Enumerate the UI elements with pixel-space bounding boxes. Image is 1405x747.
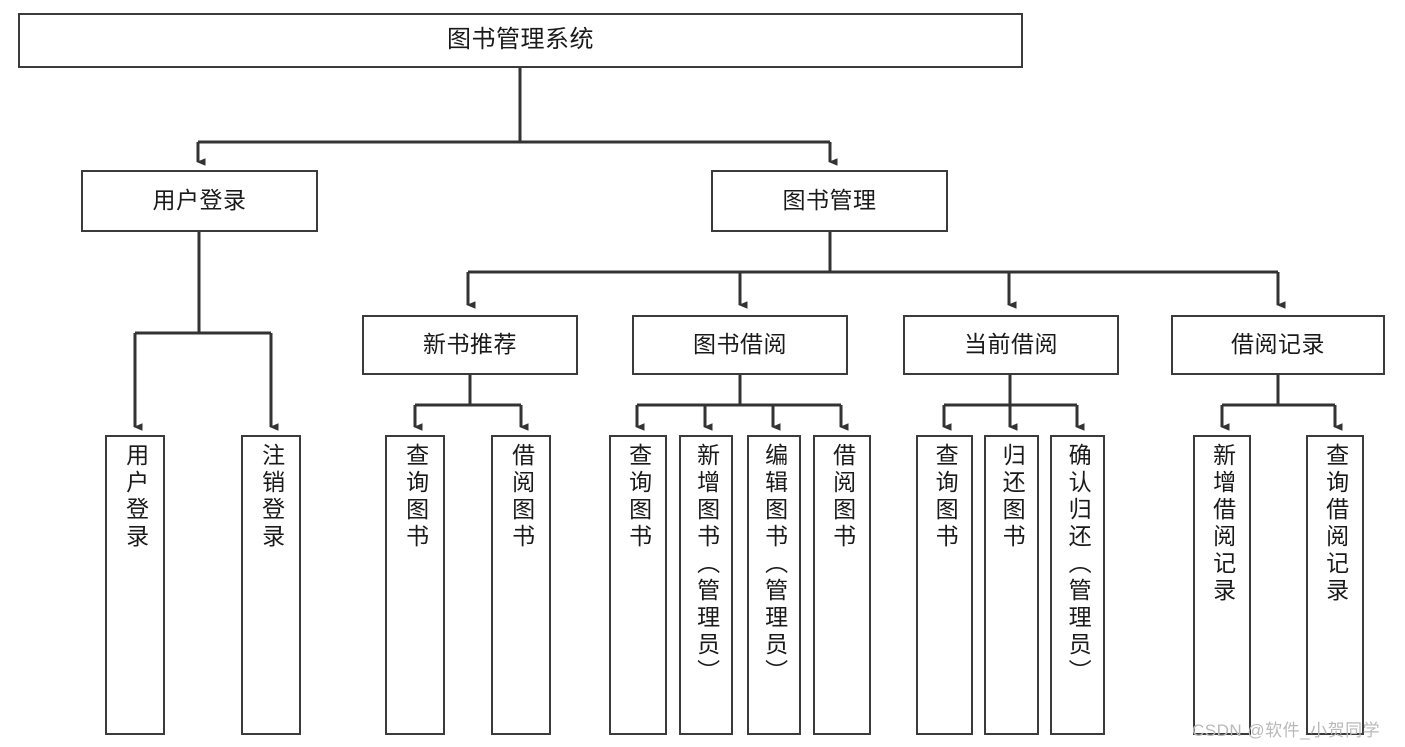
node-label: 注销登录 — [258, 443, 285, 551]
node-current-borrow[interactable]: 当前借阅 — [903, 315, 1119, 375]
node-label: 查询图书 — [932, 443, 959, 551]
node-label: 新增借阅记录 — [1209, 443, 1236, 605]
node-leaf-add-borrow-record[interactable]: 新增借阅记录 — [1193, 435, 1251, 735]
node-book-borrow[interactable]: 图书借阅 — [632, 315, 848, 375]
node-book-management[interactable]: 图书管理 — [711, 170, 948, 232]
node-label: 图书管理系统 — [447, 26, 594, 54]
node-new-book-recommendation[interactable]: 新书推荐 — [362, 315, 578, 375]
node-leaf-borrow-book-2[interactable]: 借阅图书 — [813, 435, 871, 735]
node-label: 当前借阅 — [964, 331, 1058, 358]
node-label: 查询图书 — [625, 443, 652, 551]
node-label: 确认归还（管理员） — [1065, 443, 1092, 686]
node-label: 新增图书（管理员） — [693, 443, 720, 686]
node-label: 归还图书 — [999, 443, 1026, 551]
csdn-watermark: CSDN @软件_小贺同学 — [1192, 721, 1381, 740]
node-label: 图书管理 — [782, 187, 877, 214]
node-leaf-query-book-3[interactable]: 查询图书 — [916, 435, 973, 735]
node-user-login[interactable]: 用户登录 — [81, 170, 318, 232]
node-label: 查询图书 — [402, 443, 429, 551]
node-label: 查询借阅记录 — [1322, 443, 1349, 605]
node-label: 图书借阅 — [693, 331, 787, 358]
node-leaf-return-book[interactable]: 归还图书 — [984, 435, 1039, 735]
node-leaf-query-book-1[interactable]: 查询图书 — [385, 435, 445, 735]
node-leaf-edit-book-admin[interactable]: 编辑图书（管理员） — [747, 435, 801, 735]
node-label: 借阅图书 — [508, 443, 535, 551]
node-root-book-management-system[interactable]: 图书管理系统 — [18, 13, 1023, 68]
node-leaf-query-book-2[interactable]: 查询图书 — [609, 435, 667, 735]
node-leaf-user-logout[interactable]: 注销登录 — [241, 435, 301, 735]
node-leaf-query-borrow-record[interactable]: 查询借阅记录 — [1306, 435, 1364, 735]
node-label: 用户登录 — [122, 443, 149, 551]
node-leaf-add-book-admin[interactable]: 新增图书（管理员） — [679, 435, 733, 735]
node-leaf-confirm-return-admin[interactable]: 确认归还（管理员） — [1050, 435, 1105, 735]
node-label: 新书推荐 — [423, 331, 517, 358]
node-label: 借阅记录 — [1231, 331, 1325, 358]
node-borrow-record[interactable]: 借阅记录 — [1171, 315, 1385, 375]
node-label: 编辑图书（管理员） — [761, 443, 788, 686]
node-label: 借阅图书 — [829, 443, 856, 551]
node-leaf-user-login[interactable]: 用户登录 — [105, 435, 165, 735]
node-label: 用户登录 — [152, 187, 247, 214]
node-leaf-borrow-book-1[interactable]: 借阅图书 — [491, 435, 551, 735]
